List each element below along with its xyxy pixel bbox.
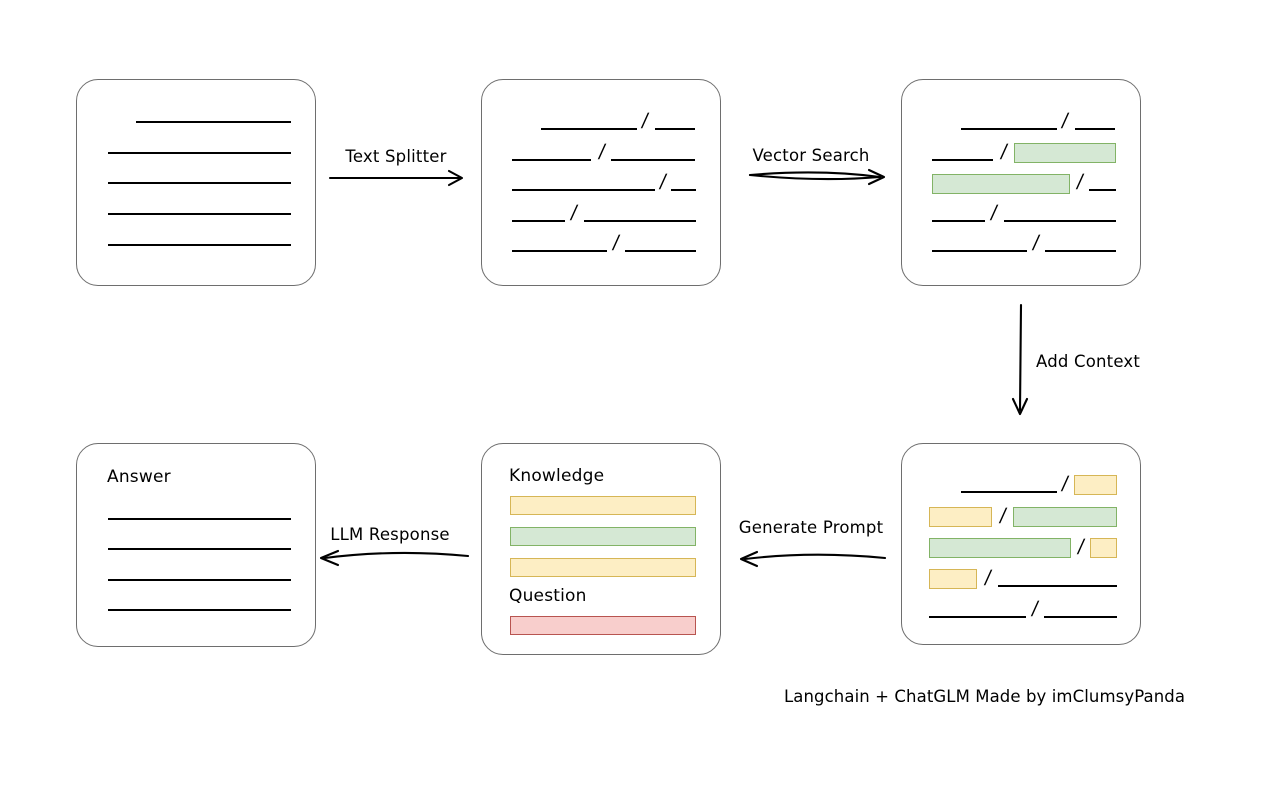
chunk-slash: /: [1031, 231, 1041, 254]
chunk-line: [671, 189, 696, 191]
prompt-heading-knowledge: Knowledge: [509, 466, 605, 486]
matched-chunks-body: / / / / /: [902, 80, 1140, 285]
chunk-slash: /: [989, 201, 999, 224]
chunk-slash: /: [1060, 472, 1070, 495]
edge-generate-prompt: [739, 550, 887, 568]
chunk-line: [512, 220, 565, 222]
knowledge-bar-1[interactable]: [510, 496, 696, 515]
chunk-chip-green[interactable]: [929, 538, 1071, 558]
chunk-line: [512, 159, 591, 161]
knowledge-bar-3[interactable]: [510, 558, 696, 577]
chunk-line: [541, 128, 637, 130]
node-split-chunks[interactable]: / / / / /: [481, 79, 721, 286]
edge-label-llm-response: LLM Response: [330, 525, 450, 544]
chunk-slash: /: [999, 140, 1009, 163]
chunk-line: [1089, 189, 1116, 191]
node-answer[interactable]: Answer: [76, 443, 316, 647]
doc-line: [108, 244, 291, 246]
prompt-heading-question: Question: [509, 586, 587, 606]
node-source-document[interactable]: [76, 79, 316, 286]
chunk-slash: /: [1030, 597, 1040, 620]
prompt-body: Knowledge Question: [482, 444, 720, 654]
chunk-line: [1004, 220, 1116, 222]
chunk-line: [1044, 616, 1117, 618]
source-document-body: [77, 80, 315, 285]
chunk-chip-yellow[interactable]: [929, 507, 992, 527]
chunk-slash: /: [1076, 535, 1086, 558]
chunk-chip-green[interactable]: [1013, 507, 1117, 527]
chunk-line: [512, 250, 607, 252]
chunk-slash: /: [1060, 109, 1070, 132]
chunk-line: [1045, 250, 1116, 252]
knowledge-bar-2[interactable]: [510, 527, 696, 546]
chunk-line: [584, 220, 696, 222]
node-context-chunks[interactable]: / / / / /: [901, 443, 1141, 645]
doc-line: [108, 213, 291, 215]
chunk-slash: /: [611, 231, 621, 254]
chunk-line: [932, 250, 1027, 252]
answer-body: Answer: [77, 444, 315, 646]
chunk-chip-green[interactable]: [1014, 143, 1116, 163]
node-matched-chunks[interactable]: / / / / /: [901, 79, 1141, 286]
chunk-line: [611, 159, 695, 161]
edge-text-splitter: [328, 169, 464, 187]
chunk-line: [932, 220, 985, 222]
edge-llm-response: [319, 549, 470, 567]
chunk-slash: /: [983, 566, 993, 589]
edge-label-text-splitter: Text Splitter: [345, 147, 447, 166]
answer-heading: Answer: [107, 467, 171, 487]
chunk-line: [512, 189, 655, 191]
node-prompt[interactable]: Knowledge Question: [481, 443, 721, 655]
chunk-chip-yellow[interactable]: [929, 569, 977, 589]
context-chunks-body: / / / / /: [902, 444, 1140, 644]
chunk-line: [625, 250, 696, 252]
split-chunks-body: / / / / /: [482, 80, 720, 285]
answer-line: [108, 579, 291, 581]
credit-text: Langchain + ChatGLM Made by imClumsyPand…: [784, 687, 1186, 706]
chunk-slash: /: [569, 201, 579, 224]
chunk-chip-green[interactable]: [932, 174, 1070, 194]
chunk-line: [998, 585, 1117, 587]
chunk-slash: /: [998, 504, 1008, 527]
chunk-line: [655, 128, 695, 130]
answer-line: [108, 609, 291, 611]
chunk-line: [961, 128, 1057, 130]
chunk-line: [929, 616, 1026, 618]
edge-vector-search: [748, 168, 886, 186]
chunk-slash: /: [640, 109, 650, 132]
edge-add-context: [1011, 303, 1029, 416]
answer-line: [108, 518, 291, 520]
answer-line: [108, 548, 291, 550]
chunk-slash: /: [1075, 170, 1085, 193]
chunk-line: [1075, 128, 1115, 130]
doc-line: [108, 182, 291, 184]
edge-label-generate-prompt: Generate Prompt: [738, 518, 884, 537]
question-bar-1[interactable]: [510, 616, 696, 635]
chunk-slash: /: [658, 170, 668, 193]
chunk-chip-yellow[interactable]: [1074, 475, 1117, 495]
doc-line: [136, 121, 291, 123]
chunk-line: [932, 159, 993, 161]
doc-line: [108, 152, 291, 154]
chunk-line: [961, 491, 1057, 493]
chunk-slash: /: [597, 140, 607, 163]
edge-label-vector-search: Vector Search: [752, 146, 870, 165]
chunk-chip-yellow[interactable]: [1090, 538, 1117, 558]
edge-label-add-context: Add Context: [1036, 352, 1141, 371]
